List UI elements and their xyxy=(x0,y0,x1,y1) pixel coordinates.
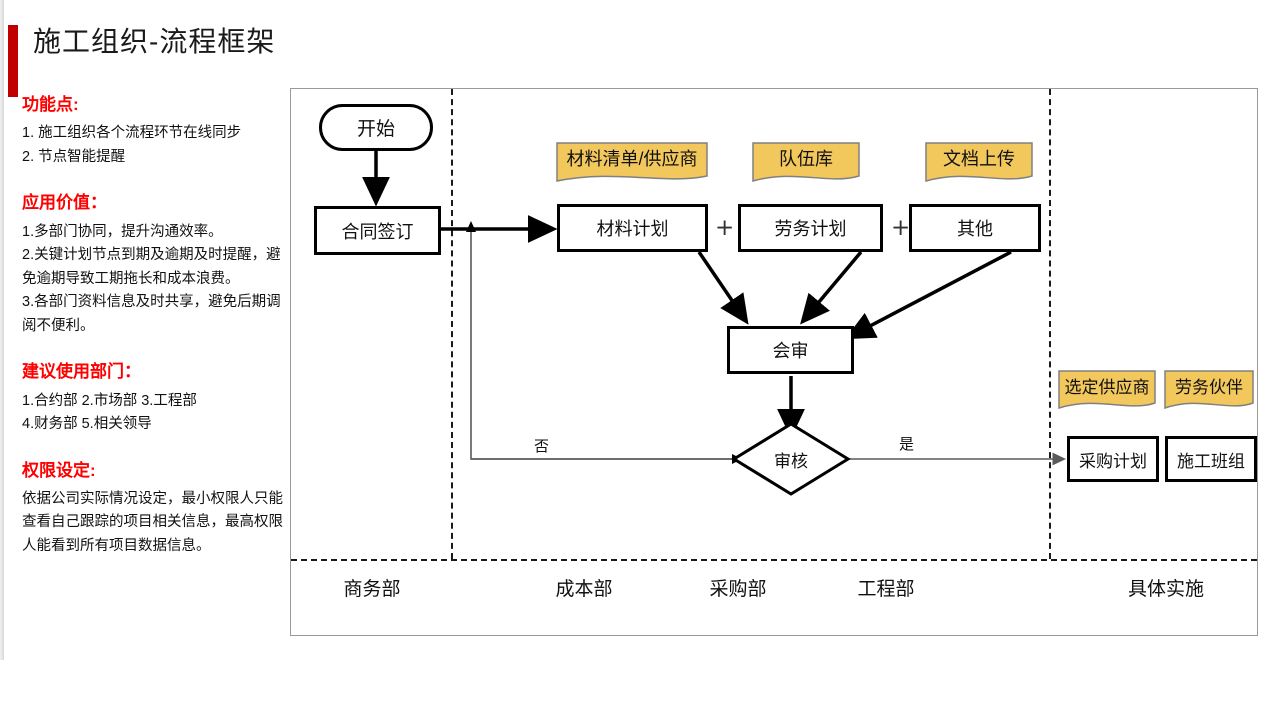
plus-sign-1: + xyxy=(715,215,735,241)
note-team-library[interactable]: 队伍库 xyxy=(751,141,861,186)
section-permission-settings: 权限设定: 依据公司实际情况设定，最小权限人只能 查看自己跟踪的项目相关信息，最… xyxy=(22,461,290,559)
section-line: 阅不便利。 xyxy=(22,317,95,334)
note-shape xyxy=(556,142,708,182)
edge-material-to-review xyxy=(697,251,749,325)
edge-approval-no-loop xyxy=(470,230,736,460)
section-line: 3.各部门资料信息及时共享，避免后期调 xyxy=(22,294,281,311)
note-selected-supplier[interactable]: 选定供应商 xyxy=(1057,369,1157,413)
left-gutter-strip xyxy=(0,0,4,660)
lane-horizontal-divider xyxy=(291,559,1257,561)
section-line: 查看自己跟踪的项目相关信息，最高权限 xyxy=(22,514,283,531)
section-line: 1.多部门协同，提升沟通效率。 xyxy=(22,223,223,240)
note-shape xyxy=(1164,370,1254,410)
note-label: 劳务伙伴 xyxy=(1175,378,1243,397)
note-doc-upload[interactable]: 文档上传 xyxy=(924,141,1034,186)
edge-other-to-review xyxy=(844,250,1012,340)
section-line: 2. 节点智能提醒 xyxy=(22,148,126,165)
left-info-panel: 功能点: 1. 施工组织各个流程环节在线同步 2. 节点智能提醒 应用价值： 1… xyxy=(22,95,290,560)
section-line: 1. 施工组织各个流程环节在线同步 xyxy=(22,125,242,142)
lane-label-purchasing: 采购部 xyxy=(709,579,767,600)
lane-label-implementation: 具体实施 xyxy=(1127,579,1204,600)
section-function-points: 功能点: 1. 施工组织各个流程环节在线同步 2. 节点智能提醒 xyxy=(22,95,290,169)
section-heading: 功能点: xyxy=(22,95,79,114)
spacer xyxy=(22,340,290,362)
node-other-plan[interactable]: 其他 xyxy=(909,204,1041,252)
arrowhead-into-material-line xyxy=(466,221,476,232)
note-shape xyxy=(925,142,1033,182)
note-label: 文档上传 xyxy=(943,149,1015,169)
lane-divider-1 xyxy=(451,89,453,559)
note-material-list[interactable]: 材料清单/供应商 xyxy=(555,141,709,186)
note-label: 选定供应商 xyxy=(1064,378,1150,397)
node-approval-decision[interactable]: 审核 xyxy=(731,421,851,497)
section-line: 依据公司实际情况设定，最小权限人只能 xyxy=(22,490,283,507)
plus-sign-2: + xyxy=(891,215,911,241)
edge-label-no: 否 xyxy=(534,438,550,455)
section-recommended-departments: 建议使用部门： 1.合约部 2.市场部 3.工程部 4.财务部 5.相关领导 xyxy=(22,362,290,436)
section-line: 1.合约部 2.市场部 3.工程部 xyxy=(22,392,197,409)
lane-label-engineering: 工程部 xyxy=(857,579,915,600)
node-start[interactable]: 开始 xyxy=(319,104,433,151)
node-joint-review[interactable]: 会审 xyxy=(727,326,854,374)
node-purchase-plan[interactable]: 采购计划 xyxy=(1067,436,1159,482)
lane-label-cost: 成本部 xyxy=(555,579,613,600)
note-label: 队伍库 xyxy=(779,149,833,169)
section-line: 人能看到所有项目数据信息。 xyxy=(22,537,211,554)
diamond-shape xyxy=(731,422,851,496)
section-line: 免逾期导致工期拖长和成本浪费。 xyxy=(22,270,240,287)
node-contract-signing[interactable]: 合同签订 xyxy=(314,206,441,255)
lane-divider-2 xyxy=(1049,89,1051,559)
spacer xyxy=(22,171,290,193)
node-work-team[interactable]: 施工班组 xyxy=(1165,436,1257,482)
note-shape xyxy=(752,142,860,182)
title-accent-bar xyxy=(8,25,18,97)
note-label: 材料清单/供应商 xyxy=(566,149,698,169)
edge-labor-to-review xyxy=(800,250,863,325)
flow-connectors: back to the contract->material line --> … xyxy=(362,151,1067,466)
page-title: 施工组织-流程框架 xyxy=(33,26,276,57)
section-heading: 应用价值： xyxy=(22,193,107,213)
spacer xyxy=(22,439,290,461)
section-line: 4.财务部 5.相关领导 xyxy=(22,416,152,433)
node-approval-label: 审核 xyxy=(774,451,808,471)
lane-label-business: 商务部 xyxy=(343,579,401,600)
section-application-value: 应用价值： 1.多部门协同，提升沟通效率。 2.关键计划节点到期及逾期及时提醒，… xyxy=(22,193,290,338)
note-shape xyxy=(1058,370,1156,410)
node-material-plan[interactable]: 材料计划 xyxy=(557,204,708,252)
flowchart-frame: 商务部 成本部 采购部 工程部 具体实施 xyxy=(290,88,1258,636)
note-labor-partner[interactable]: 劳务伙伴 xyxy=(1163,369,1255,413)
section-heading: 权限设定: xyxy=(22,460,96,480)
node-labor-plan[interactable]: 劳务计划 xyxy=(738,204,883,252)
section-heading: 建议使用部门： xyxy=(22,362,141,382)
section-line: 2.关键计划节点到期及逾期及时提醒，避 xyxy=(22,247,281,264)
left-gutter-inner xyxy=(4,0,7,660)
edge-label-yes: 是 xyxy=(899,436,915,453)
